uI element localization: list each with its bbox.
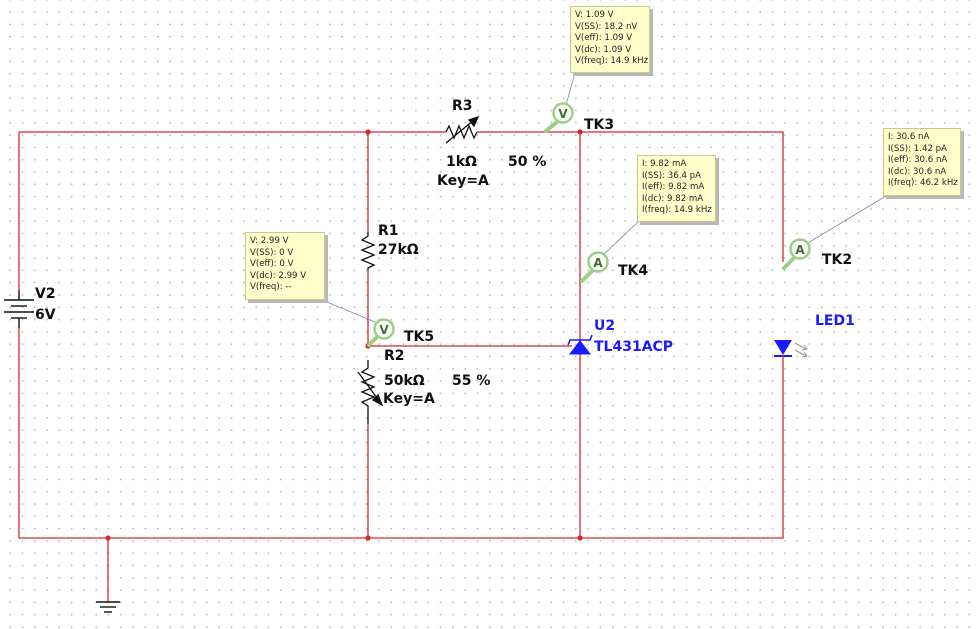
junction-dot (105, 535, 111, 541)
probe-tk2[interactable]: A (789, 238, 811, 260)
r2-key-label: Key=A (383, 391, 435, 407)
probe-reading: V(eff): 0 V (250, 259, 294, 270)
tl431-u2-symbol[interactable] (567, 334, 593, 355)
wires (18, 131, 784, 602)
r3-name-label: R3 (452, 98, 473, 114)
probe-reading: I(eff): 9.82 mA (642, 182, 705, 193)
led-emission-arrows (794, 342, 808, 358)
probe-tk5[interactable]: V (373, 318, 395, 340)
probe-tk5-readout[interactable]: V: 2.99 V V(SS): 0 V V(eff): 0 V V(dc): … (245, 232, 325, 300)
v2-name-label: V2 (35, 286, 56, 302)
probe-reading: I(SS): 1.42 pA (888, 143, 947, 154)
v2-value-label: 6V (35, 307, 56, 323)
r1-value-label: 27kΩ (378, 242, 419, 258)
probe-reading: I: 30.6 nA (888, 132, 930, 142)
probe-reading: I(freq): 14.9 kHz (642, 205, 712, 216)
probe-reading: V(freq): -- (250, 282, 292, 293)
probe-tk4[interactable]: A (587, 251, 609, 273)
wire-bottom (19, 362, 784, 539)
probe-leaders (321, 72, 887, 325)
led1-name-label: LED1 (815, 313, 855, 329)
probe-tk4-readout[interactable]: I: 9.82 mA I(SS): 36.4 pA I(eff): 9.82 m… (637, 155, 716, 222)
probe-reading: I(freq): 46.2 kHz (888, 178, 958, 189)
probe-reading: I(dc): 30.6 nA (888, 166, 947, 177)
probe-reading: V(eff): 1.09 V (575, 33, 633, 44)
junctions (105, 129, 583, 541)
r1-name-label: R1 (378, 223, 399, 239)
r3-key-label: Key=A (437, 173, 489, 189)
junction-dot (577, 129, 583, 135)
probe-tk2-symbol: A (795, 243, 805, 257)
junction-dot (577, 535, 583, 541)
r2-value-label: 50kΩ (384, 373, 425, 389)
junction-dot (365, 129, 371, 135)
probe-tk2-name: TK2 (822, 252, 852, 268)
probe-pins (367, 119, 797, 347)
resistor-r1-symbol[interactable] (360, 232, 376, 270)
junction-dot (365, 535, 371, 541)
r2-percent-label: 55 % (452, 373, 490, 389)
led1-symbol[interactable] (774, 340, 808, 362)
probe-reading: V(SS): 18.2 nV (575, 21, 638, 32)
probe-reading: I(SS): 36.4 pA (642, 170, 701, 181)
probe-tk4-symbol: A (593, 256, 603, 270)
battery-v2-symbol[interactable] (4, 290, 34, 328)
probe-tk3-name: TK3 (584, 117, 614, 133)
u2-part-label: TL431ACP (594, 339, 673, 355)
probe-tk5-name: TK5 (404, 329, 434, 345)
probe-reading: V(freq): 14.9 kHz (575, 56, 649, 67)
probe-reading: I(eff): 30.6 nA (888, 155, 948, 166)
r3-value-label: 1kΩ (446, 154, 477, 170)
ground-symbol (96, 601, 120, 613)
probe-tk5-symbol: V (379, 323, 389, 337)
probe-tk3-readout[interactable]: V: 1.09 V V(SS): 18.2 nV V(eff): 1.09 V … (570, 6, 650, 73)
wire-top-right (490, 131, 784, 262)
probe-reading: I: 9.82 mA (642, 159, 687, 169)
probe-reading: V(dc): 2.99 V (250, 270, 307, 281)
probe-reading: V: 1.09 V (575, 10, 614, 20)
probe-tk4-name: TK4 (618, 263, 648, 279)
probe-reading: V(dc): 1.09 V (575, 44, 632, 55)
probe-tk3[interactable]: V (552, 102, 574, 124)
r2-name-label: R2 (384, 348, 405, 364)
resistor-r2-symbol[interactable] (357, 360, 384, 424)
probe-reading: V(SS): 0 V (250, 247, 294, 258)
probe-reading: I(dc): 9.82 mA (642, 193, 704, 204)
u2-name-label: U2 (594, 318, 615, 334)
probe-tk3-symbol: V (558, 107, 568, 121)
probe-reading: V: 2.99 V (250, 236, 289, 246)
resistor-r3-symbol[interactable] (432, 115, 490, 144)
probe-tk2-readout[interactable]: I: 30.6 nA I(SS): 1.42 pA I(eff): 30.6 n… (883, 128, 961, 196)
r3-percent-label: 50 % (508, 154, 546, 170)
